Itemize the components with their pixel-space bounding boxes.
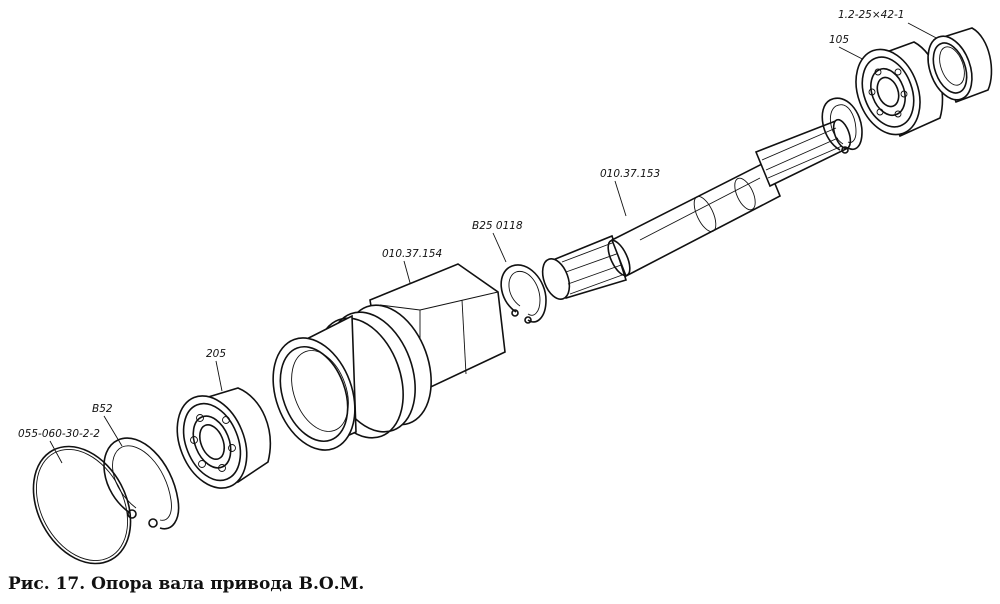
bearing-105-drawing bbox=[855, 41, 944, 138]
circlip-small-drawing bbox=[500, 264, 547, 324]
cuff-drawing bbox=[927, 27, 993, 104]
label-housing: 010.37.154 bbox=[382, 248, 442, 260]
seal-ring-drawing bbox=[32, 445, 132, 565]
bearing-205-drawing bbox=[176, 387, 272, 489]
circlip-rear-drawing bbox=[821, 97, 863, 154]
figure-caption: Рис. 17. Опора вала привода В.О.М. bbox=[8, 574, 365, 594]
housing-drawing bbox=[272, 263, 506, 451]
label-circlip-small: В25 0118 bbox=[472, 220, 523, 232]
leader-circlip-small bbox=[492, 232, 507, 263]
leader-shaft bbox=[614, 180, 627, 217]
leader-circlip-large bbox=[103, 415, 123, 447]
label-seal-ring: 055-060-30-2-2 bbox=[18, 428, 100, 440]
leader-bearing-205 bbox=[215, 360, 223, 392]
label-shaft: 010.37.153 bbox=[600, 168, 660, 180]
label-bearing-105: 105 bbox=[829, 34, 849, 46]
circlip-large-drawing bbox=[103, 437, 180, 530]
label-circlip-large: В52 bbox=[92, 403, 113, 415]
label-bearing-205: 205 bbox=[206, 348, 226, 360]
shaft-drawing bbox=[541, 118, 852, 300]
label-cuff: 1.2-25×42-1 bbox=[838, 9, 904, 21]
